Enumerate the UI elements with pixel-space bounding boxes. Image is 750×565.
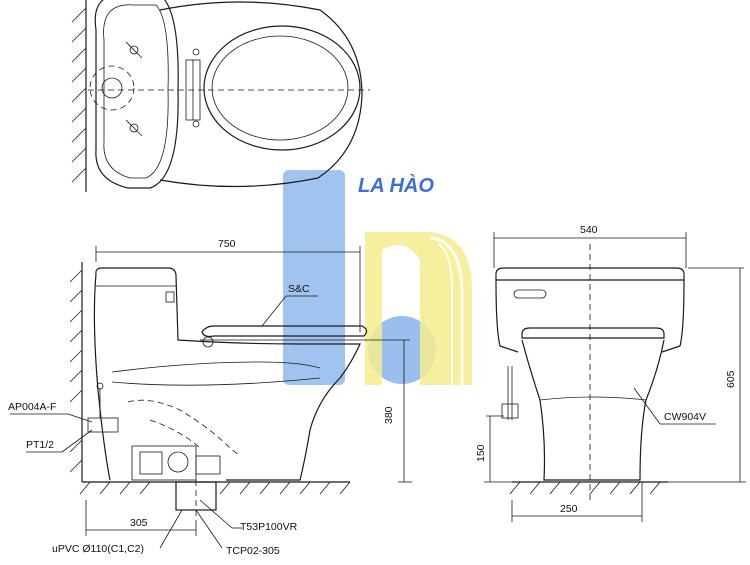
flange-label: T53P100VR: [240, 521, 298, 533]
pipe-label: uPVC Ø110(C1,C2): [52, 543, 144, 555]
length-dimension: 750: [218, 238, 236, 250]
drain-circle: [89, 65, 135, 111]
top-view: [71, 0, 370, 192]
bowl-top-outline: [159, 1, 363, 188]
logo-blue-bar: [283, 170, 345, 385]
drain-connector: [131, 445, 197, 481]
logo-yellow-arch: [365, 232, 472, 385]
thread-label: PT1/2: [26, 439, 54, 451]
valve-label: AP004A-F: [8, 401, 56, 413]
seat-cover-label: S&C: [288, 283, 310, 295]
seat-height-dimension: 380: [383, 406, 395, 424]
side-callouts: S&C AP004A-F PT1/2 uPVC Ø110(C1,C2) T53P…: [8, 283, 318, 557]
tank-top-outline: [94, 0, 179, 189]
floor-hatch-front: [509, 481, 661, 495]
base-width-dimension: 250: [560, 503, 578, 515]
supply-valve: [87, 417, 119, 433]
seat-side: [201, 325, 368, 338]
front-callouts: CW904V: [633, 387, 716, 425]
logo-blue-circle: [368, 316, 436, 384]
seat-front: [521, 327, 665, 339]
seat-top-outline: [203, 25, 361, 151]
model-label: CW904V: [664, 411, 706, 423]
width-dimension: 540: [580, 224, 598, 236]
gasket-label: TCP02-305: [226, 545, 280, 557]
front-view: [495, 244, 685, 500]
front-dimensions: 540 605 150 250: [475, 224, 746, 522]
side-view: [69, 262, 368, 520]
brand-logo: LA HÀO: [283, 170, 472, 385]
flush-button: [513, 289, 547, 299]
wall-hatch-side: [69, 269, 83, 473]
total-height-dimension: 605: [725, 370, 737, 388]
toilet-body-side: [95, 267, 361, 481]
rough-in-dimension: 305: [130, 517, 148, 529]
brand-name: LA HÀO: [358, 174, 434, 197]
tank-lid-front: [495, 267, 685, 281]
bowl-front: [521, 339, 665, 481]
side-dimensions: 750 380 305: [85, 238, 412, 536]
wall-hatch-top: [71, 7, 87, 183]
supply-height-dimension: 150: [475, 444, 487, 462]
floor-hatch-side: [79, 481, 351, 495]
trap-dashed: [127, 399, 241, 457]
